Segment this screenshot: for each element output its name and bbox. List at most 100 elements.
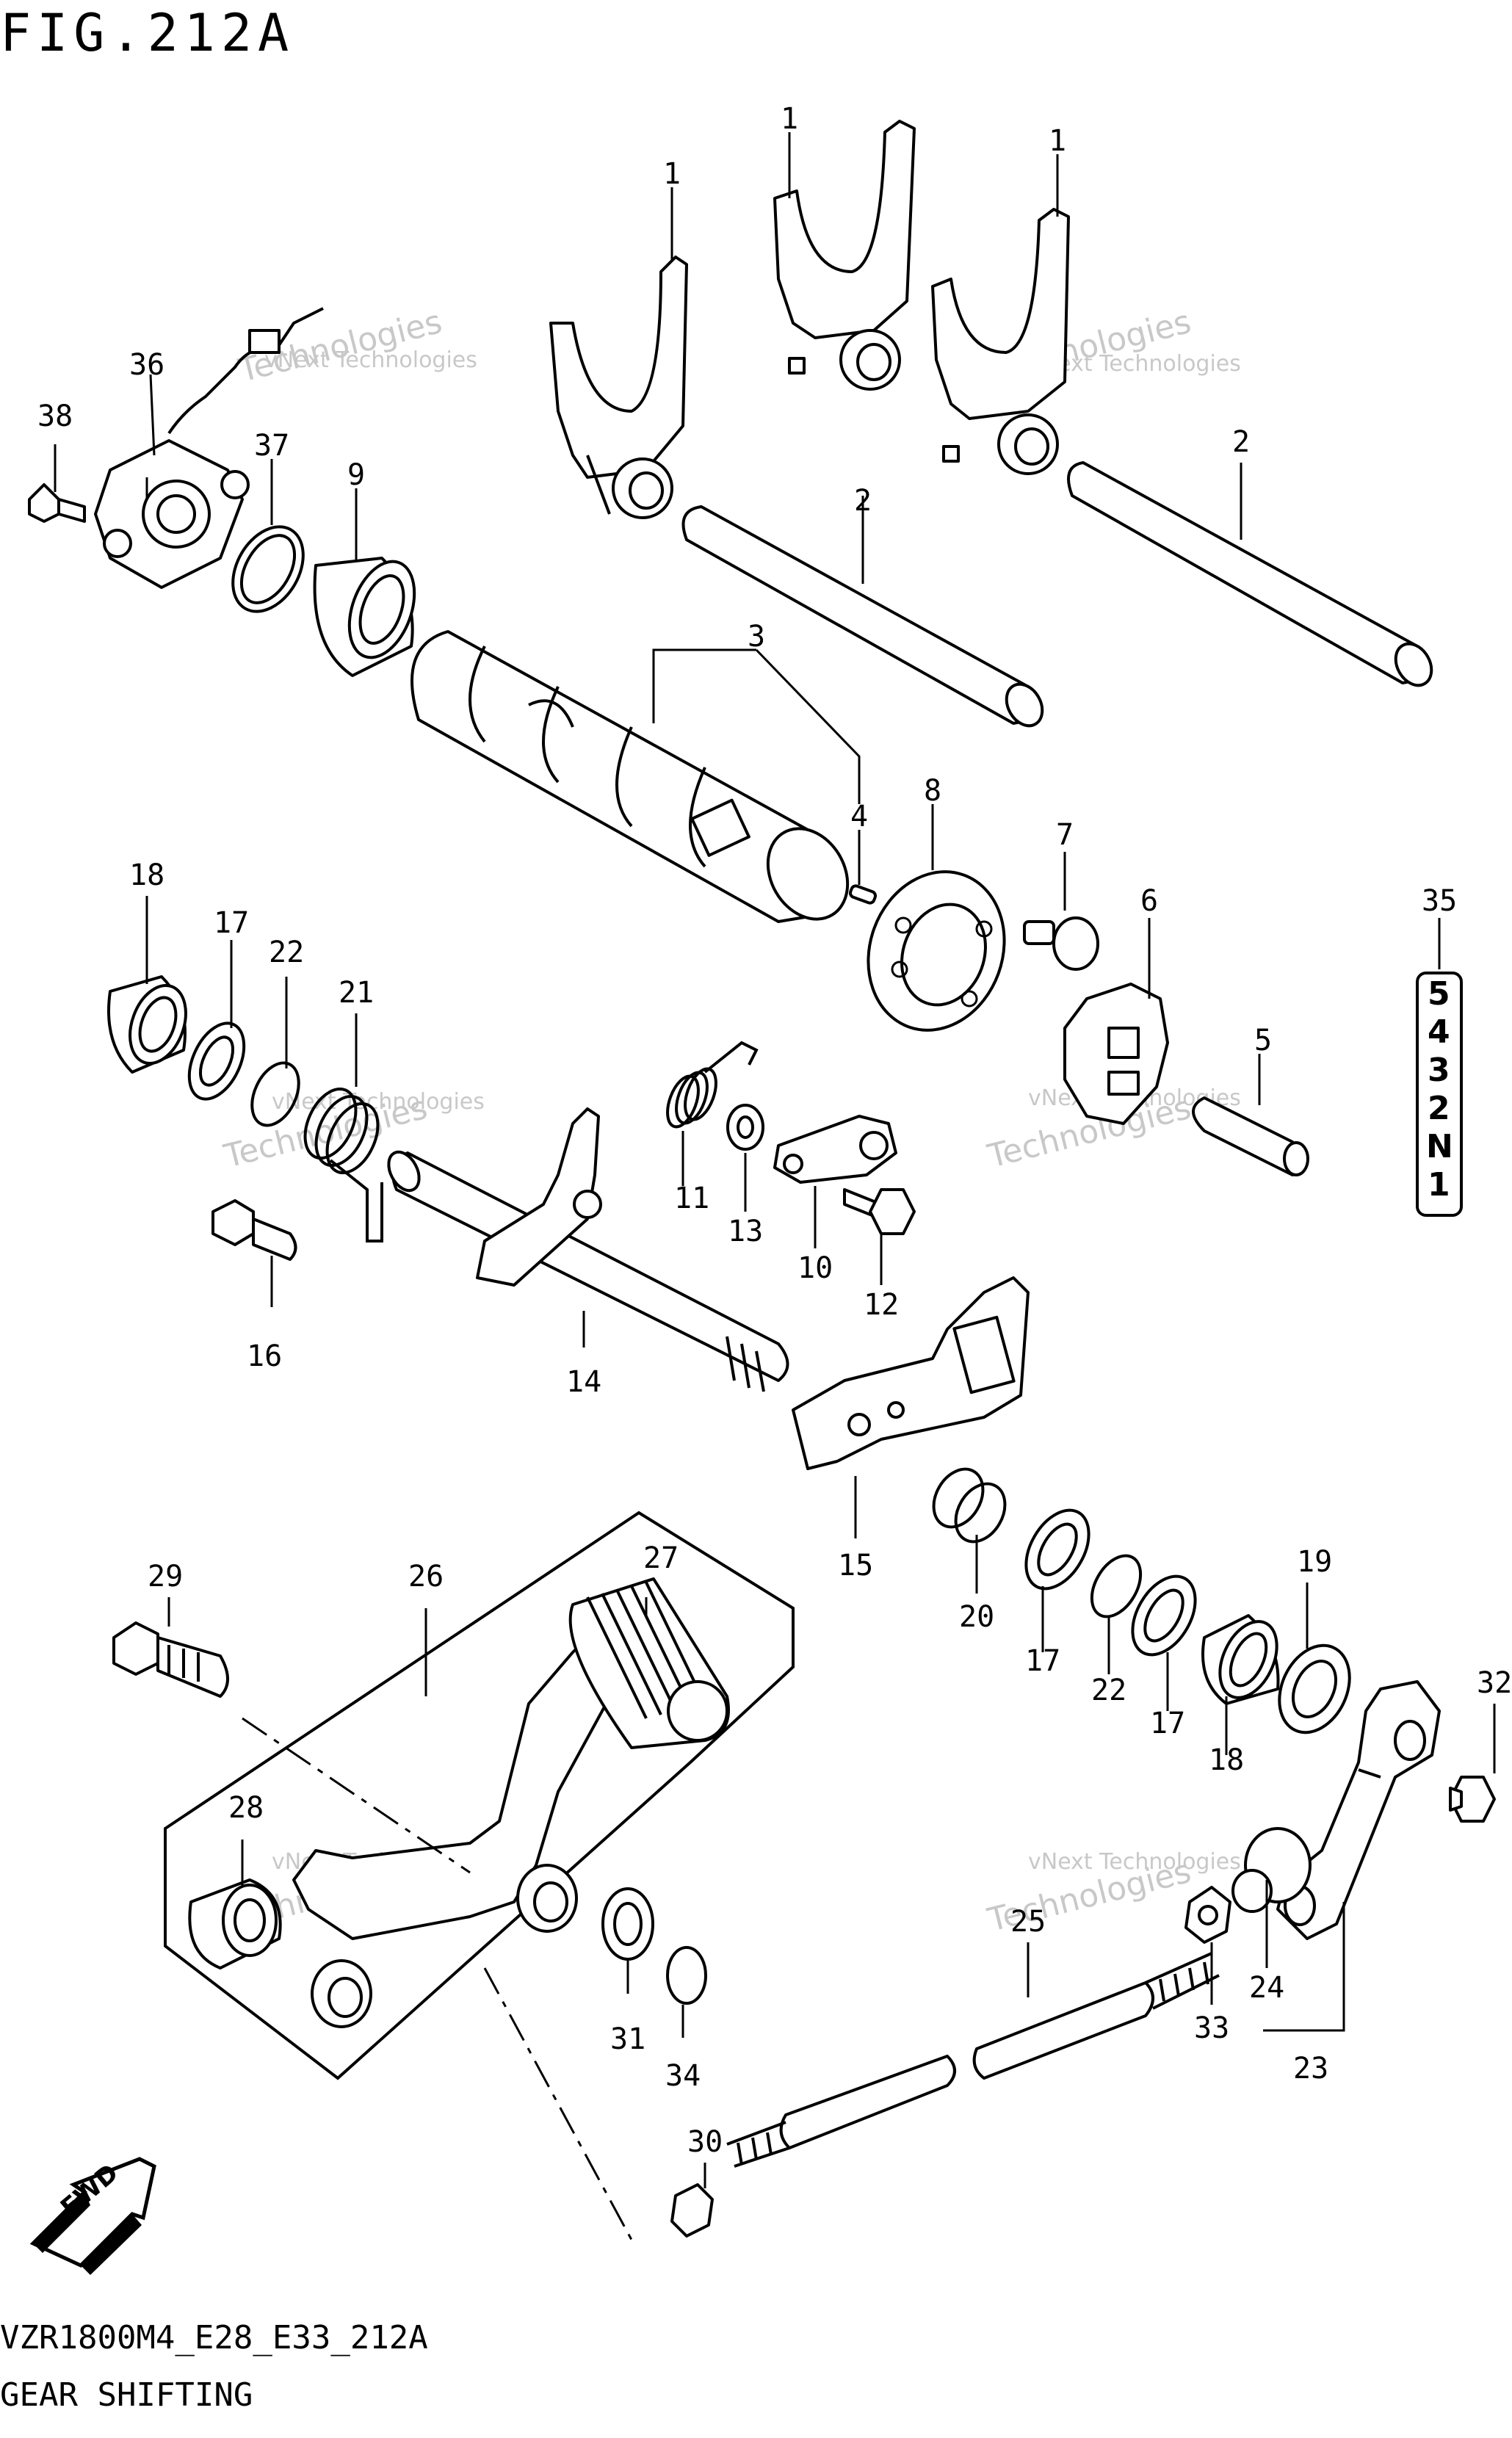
bolt [843, 1188, 916, 1235]
callout-23: 23 [1293, 2052, 1328, 2086]
spring-collar [932, 1467, 1007, 1544]
dowel-pin [1192, 1096, 1309, 1176]
callout-2: 2 [1232, 425, 1250, 459]
callout-15: 15 [838, 1549, 873, 1582]
callout-28: 28 [228, 1791, 264, 1825]
shift-fork-right [931, 208, 1070, 475]
callout-17: 17 [214, 906, 249, 940]
gear-indicator-3: 3 [1428, 1052, 1450, 1089]
watermark: vNext Technologies [1028, 1849, 1241, 1875]
rod-end-joint [1231, 1827, 1312, 1913]
gear-indicator-n: N [1426, 1128, 1453, 1165]
washer [601, 1887, 654, 1961]
pin [848, 884, 878, 905]
callout-5: 5 [1254, 1024, 1272, 1057]
shift-cam [1063, 983, 1169, 1125]
callout-18: 18 [129, 858, 164, 892]
gear-indicator-label: 5 4 3 2 N 1 [1416, 972, 1463, 1217]
callout-26: 26 [408, 1560, 444, 1594]
pedal-rubber [568, 1577, 730, 1749]
callout-6: 6 [1140, 884, 1158, 918]
callout-31: 31 [610, 2022, 645, 2056]
callout-21: 21 [339, 976, 374, 1010]
callout-1: 1 [781, 102, 798, 136]
needle-bearing [107, 975, 187, 1074]
callout-35: 35 [1422, 884, 1457, 918]
callout-27: 27 [643, 1541, 679, 1575]
callout-38: 38 [37, 399, 73, 433]
bearing [867, 870, 1006, 1032]
shift-drum [410, 630, 850, 923]
callout-24: 24 [1249, 1971, 1284, 2005]
callout-1: 1 [663, 157, 681, 191]
washer [726, 1104, 764, 1151]
callout-14: 14 [566, 1365, 601, 1399]
callout-22: 22 [1091, 1674, 1126, 1707]
needle-bearing [1201, 1614, 1280, 1705]
gearshift-pedal [292, 1599, 648, 2028]
shift-fork-left [549, 256, 688, 519]
callout-9: 9 [347, 458, 365, 492]
callout-22: 22 [269, 936, 304, 969]
oil-seal [1278, 1643, 1351, 1735]
callout-20: 20 [959, 1600, 994, 1634]
circlip [666, 1946, 707, 2005]
callout-25: 25 [1010, 1905, 1046, 1939]
washer [1131, 1574, 1197, 1657]
callout-2: 2 [854, 484, 872, 518]
callout-29: 29 [148, 1560, 183, 1594]
callout-13: 13 [728, 1215, 763, 1248]
gear-indicator-2: 2 [1428, 1090, 1450, 1127]
pivot-bolt [112, 1621, 229, 1698]
figure-title: FIG.212A [0, 3, 295, 63]
callout-30: 30 [687, 2125, 723, 2159]
sensor-bolt [28, 483, 86, 523]
callout-12: 12 [864, 1288, 899, 1322]
leader-lines [54, 132, 1496, 2188]
callout-8: 8 [924, 774, 941, 808]
needle-bearing [313, 557, 416, 677]
callout-17: 17 [1150, 1707, 1185, 1740]
callout-36: 36 [129, 348, 164, 382]
bolt [1449, 1776, 1496, 1823]
callout-34: 34 [665, 2059, 701, 2093]
nut [1184, 1886, 1231, 1944]
gear-position-sensor [94, 307, 324, 589]
callout-16: 16 [247, 1339, 282, 1373]
alignment-line [483, 1967, 633, 2240]
pivot-collar [188, 1878, 282, 1969]
bolt [1023, 916, 1099, 971]
gearshift-rod [726, 1952, 1220, 2168]
gearshift-arm [792, 1276, 1030, 1470]
callout-17: 17 [1025, 1644, 1060, 1678]
alignment-line [242, 1717, 471, 1874]
watermark: vNext Technologies [264, 347, 477, 373]
gear-indicator-4: 4 [1428, 1013, 1450, 1051]
stopper-bolt [211, 1199, 297, 1261]
circlip [250, 1061, 300, 1127]
callout-10: 10 [797, 1251, 833, 1285]
nut [670, 2183, 714, 2238]
return-spring [303, 1087, 383, 1242]
callout-1: 1 [1049, 124, 1066, 158]
fork-shaft [681, 505, 1044, 728]
callout-32: 32 [1477, 1666, 1512, 1700]
gear-indicator-1: 1 [1428, 1166, 1450, 1204]
circlip [1090, 1554, 1143, 1618]
gearshift-shaft [387, 1107, 789, 1392]
fork-shaft [1067, 461, 1433, 687]
callout-18: 18 [1209, 1743, 1244, 1777]
o-ring [231, 525, 305, 613]
callout-33: 33 [1194, 2011, 1229, 2045]
diagram-caption: GEAR SHIFTING [0, 2376, 253, 2414]
callout-labels: 1 1 1 2 2 3 4 5 6 7 8 9 10 11 12 13 14 1… [37, 102, 1512, 2159]
gearshift-lever-arm [1276, 1680, 1441, 1940]
watermark: vNext Technologies [272, 1089, 485, 1115]
gearshift-pedal-assembly-outline [164, 1511, 795, 2080]
shift-fork-middle [773, 120, 916, 391]
washer [187, 1021, 246, 1101]
stopper-arm [773, 1115, 897, 1184]
callout-7: 7 [1056, 818, 1074, 852]
